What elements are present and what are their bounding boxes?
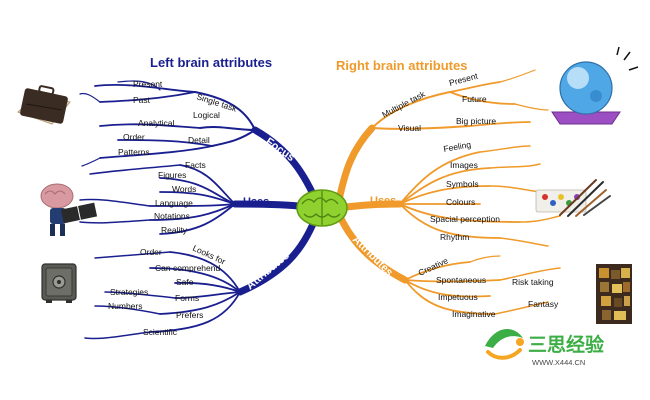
left-branches	[79, 80, 322, 340]
right-attr-item: Fantasy	[528, 299, 559, 309]
watermark-logo: 三思经验 WWW.X444.CN	[485, 328, 605, 367]
right-uses-item: Images	[450, 160, 478, 170]
right-focus-label: Focus	[319, 126, 341, 161]
reading-brain-image	[40, 183, 98, 236]
right-focus-item: Multiple task	[380, 88, 427, 119]
watermark-url: WWW.X444.CN	[532, 358, 585, 367]
right-focus-item: Visual	[398, 123, 421, 133]
right-attr-item: Risk taking	[512, 277, 554, 287]
briefcase-image	[17, 85, 71, 125]
right-title: Right brain attributes	[336, 58, 467, 73]
right-uses-item: Symbols	[446, 179, 479, 189]
jigsaw-puzzle-image	[596, 264, 632, 324]
right-uses-label: Uses	[370, 195, 396, 207]
right-attr-item: Spontaneous	[436, 275, 486, 285]
left-attr-item: Safe	[176, 277, 194, 287]
left-uses-item: Language	[155, 198, 193, 208]
right-uses-item: Colours	[446, 197, 475, 207]
right-focus-item: Present	[448, 71, 480, 88]
left-attr-item: Scientific	[143, 327, 178, 337]
left-focus-item: Past	[133, 95, 151, 105]
left-focus-item: Patterns	[118, 147, 150, 157]
left-attr-item: Prefers	[176, 310, 203, 320]
left-attr-item: Strategies	[110, 287, 148, 297]
left-uses-item: Figures	[158, 170, 186, 180]
left-attributes-label: Attributes	[244, 250, 292, 293]
left-focus-item: Detail	[188, 135, 210, 145]
left-title: Left brain attributes	[150, 55, 272, 70]
right-attr-item: Imaginative	[452, 309, 496, 319]
left-focus-item: Present	[133, 79, 163, 89]
crystal-ball-image	[551, 46, 639, 125]
left-uses-label: Uses	[243, 196, 269, 208]
right-uses-item: Spacial perception	[430, 214, 500, 224]
left-attr-item: Order	[140, 247, 162, 257]
left-focus-item: Order	[123, 132, 145, 142]
paint-brushes-image	[535, 179, 611, 217]
right-uses-item: Feeling	[443, 139, 472, 154]
right-uses-item: Rhythm	[440, 232, 469, 242]
left-uses-item: Reality	[161, 225, 188, 235]
left-attr-item: Can comprehend	[155, 263, 220, 273]
left-focus-item: Logical	[193, 110, 220, 120]
central-brain	[296, 189, 348, 227]
left-attr-item: Forms	[175, 293, 199, 303]
left-uses-item: Facts	[185, 160, 206, 170]
left-focus-label: Focus	[263, 136, 296, 164]
left-uses-item: Words	[172, 184, 196, 194]
left-uses-item: Notations	[154, 211, 190, 221]
watermark-name: 三思经验	[528, 333, 605, 356]
left-focus-item: Analytical	[138, 118, 174, 128]
safe-image	[41, 263, 77, 303]
left-attr-item: Numbers	[108, 301, 142, 311]
right-focus-item: Future	[462, 94, 487, 104]
right-focus-item: Big picture	[456, 116, 496, 126]
right-attributes-label: Attributes	[350, 234, 395, 279]
right-attr-item: Impetuous	[438, 292, 478, 302]
